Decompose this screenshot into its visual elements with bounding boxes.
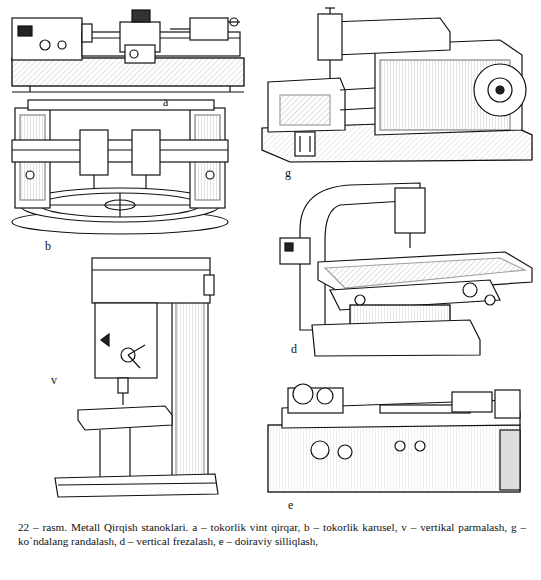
- figure-letter: d: [291, 343, 297, 355]
- figure-letter: v: [51, 374, 57, 386]
- shaper-drawing: [262, 8, 532, 162]
- grinder-drawing: [268, 384, 520, 492]
- milling-machine-drawing: [280, 183, 532, 356]
- figure-letter: g: [285, 167, 291, 179]
- figure-caption: 22 – rasm. Metall Qirqish stanoklari. a …: [18, 520, 526, 548]
- vertical-lathe-drawing: [12, 100, 228, 234]
- lathe-drawing: [12, 10, 244, 92]
- drill-press-drawing: [55, 258, 218, 497]
- figure-letter: b: [45, 240, 51, 252]
- figure-letter: a: [163, 96, 168, 108]
- figure-letter: e: [288, 499, 293, 511]
